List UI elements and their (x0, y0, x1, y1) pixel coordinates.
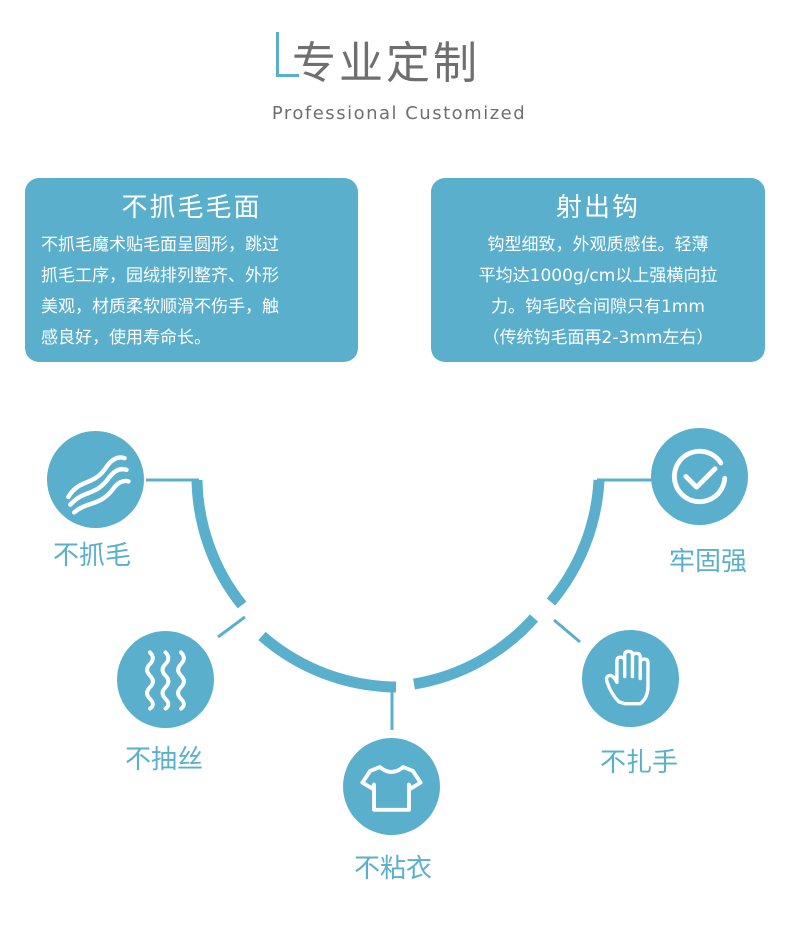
connector-arc-segment (191, 479, 247, 609)
feature-label-no-stick: 不粘衣 (353, 854, 432, 884)
card-title: 射出钩 (555, 193, 640, 223)
page-title: 专业定制 (292, 38, 480, 89)
feature-card-no-lint: 不抓毛毛面 不抓毛魔术贴毛面呈圆形，跳过 抓毛工序，园绒排列整齐、外形 美观，材… (25, 178, 358, 362)
card-line: 力。钩毛咬合间隙只有1mm (491, 297, 705, 317)
card-line: 不抓毛魔术贴毛面呈圆形，跳过 (41, 235, 279, 255)
wavy-threads-icon (117, 631, 214, 728)
hand-icon (582, 630, 679, 727)
card-description: 钩型细致，外观质感佳。轻薄 平均达1000g/cm以上强横向拉 力。钩毛咬合间隙… (441, 230, 755, 354)
feature-card-injection-hook: 射出钩 钩型细致，外观质感佳。轻薄 平均达1000g/cm以上强横向拉 力。钩毛… (431, 178, 765, 362)
feature-label-no-lint: 不抓毛 (52, 541, 131, 571)
card-line: 感良好，使用寿命长。 (41, 328, 211, 348)
card-line: 平均达1000g/cm以上强横向拉 (478, 266, 718, 286)
card-line: 美观，材质柔软顺滑不伤手，触 (41, 297, 279, 317)
check-circle-icon (651, 428, 748, 525)
connector-line (217, 615, 246, 639)
wave-lines-icon (47, 431, 144, 528)
card-title: 不抓毛毛面 (121, 193, 262, 223)
tshirt-icon (343, 738, 440, 835)
page-subtitle: Professional Customized (271, 103, 527, 124)
card-line: 钩型细致，外观质感佳。轻薄 (487, 235, 709, 255)
connector-line (553, 618, 581, 644)
section-header: 专业定制 Professional Customized (0, 0, 790, 140)
card-description: 不抓毛魔术贴毛面呈圆形，跳过 抓毛工序，园绒排列整齐、外形 美观，材质柔软顺滑不… (41, 230, 344, 354)
card-line: （传统钩毛面再2-3mm左右） (482, 328, 714, 348)
feature-label-no-snag: 不抽丝 (124, 745, 203, 775)
feature-label-no-prick: 不扎手 (599, 748, 678, 778)
connector-arc-segment (546, 479, 605, 606)
title-bracket-decoration (276, 32, 299, 77)
connector-arc-segment (413, 614, 539, 690)
connector-arc-segment (258, 631, 397, 693)
card-line: 抓毛工序，园绒排列整齐、外形 (41, 266, 279, 286)
feature-label-strong: 牢固强 (668, 547, 747, 577)
